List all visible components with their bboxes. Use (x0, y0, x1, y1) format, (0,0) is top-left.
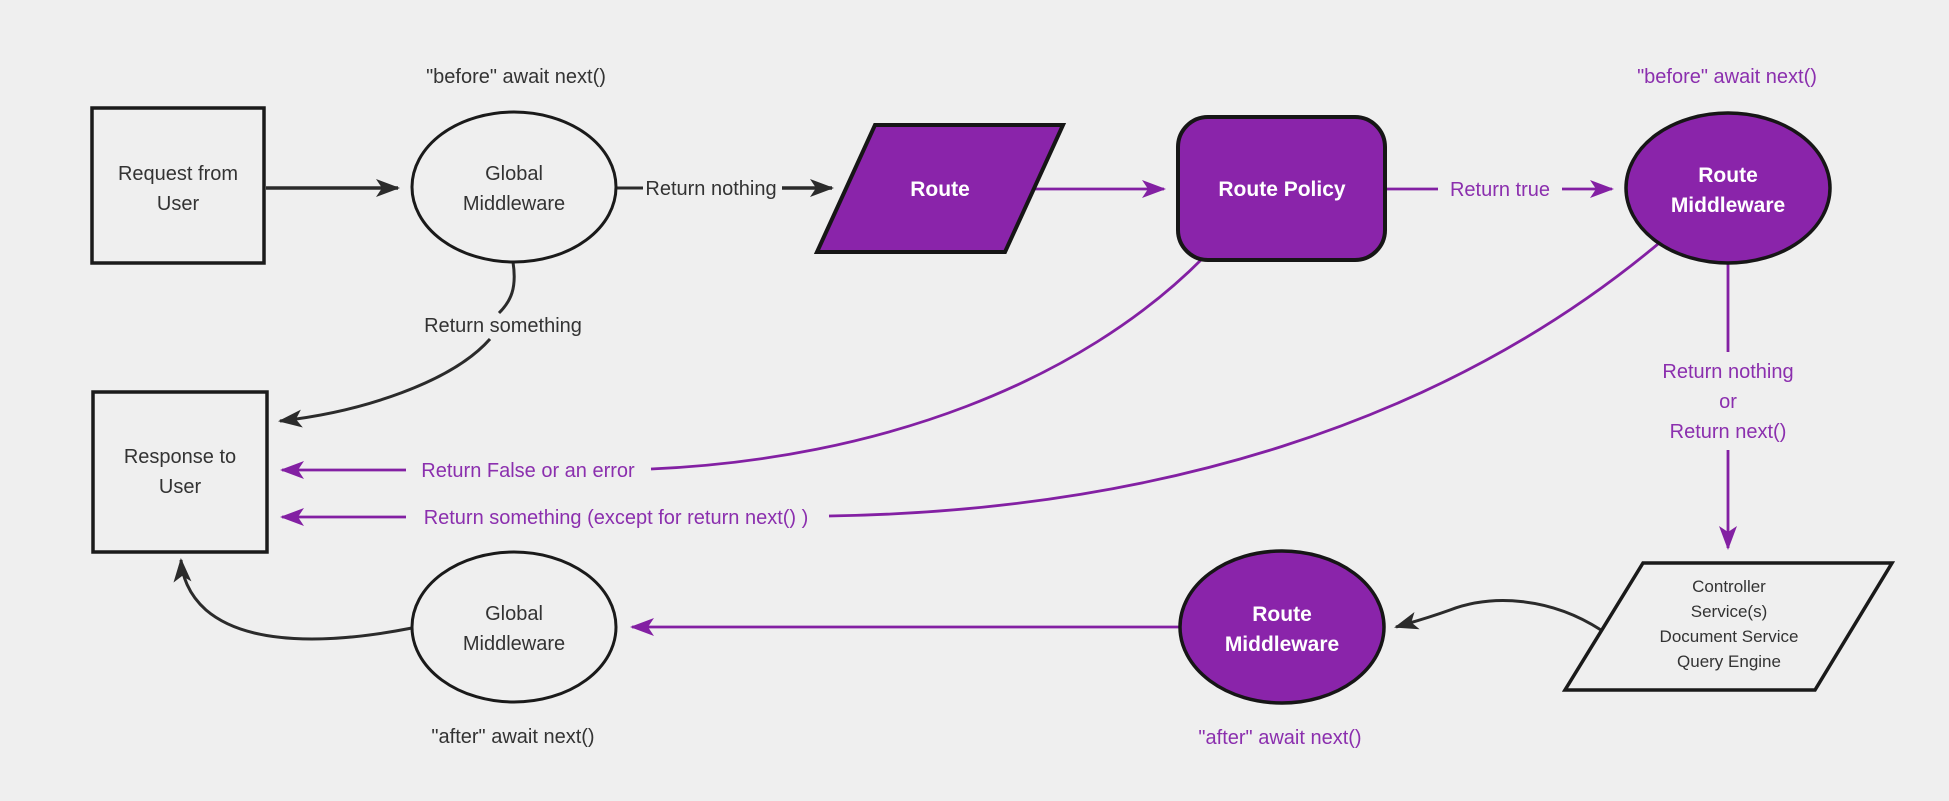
route-label: Route (910, 178, 970, 201)
edge-global-middleware-bottom-to-response (173, 558, 413, 641)
controller-stack-label-line2: Service(s) (1691, 602, 1768, 621)
global-middleware-top-node: Global Middleware (410, 110, 618, 264)
global-middleware-bottom-label-line1: Global (485, 603, 543, 625)
response-to-user-node: Response to User (91, 390, 269, 554)
label-return-nothing-stack-line2: or (1719, 391, 1737, 413)
label-after-await-next-global: "after" await next() (431, 726, 594, 748)
request-from-user-label-line1: Request from (118, 163, 238, 185)
controller-stack-label-line4: Query Engine (1677, 652, 1781, 671)
edge-return-something-except-curve (828, 242, 1659, 518)
label-return-something-black: Return something (424, 315, 582, 337)
edge-return-false-curve (650, 257, 1204, 471)
label-before-await-next-global: "before" await next() (426, 66, 606, 88)
label-return-nothing-stack-line1: Return nothing (1662, 361, 1793, 383)
label-before-await-next-route: "before" await next() (1637, 66, 1817, 88)
request-from-user-label-line2: User (157, 193, 200, 215)
request-from-user-node: Request from User (90, 106, 266, 265)
response-to-user-label-line2: User (159, 476, 202, 498)
controller-stack-node: Controller Service(s) Document Service Q… (1561, 561, 1896, 692)
label-after-await-next-route: "after" await next() (1198, 727, 1361, 749)
global-middleware-bottom-label-line2: Middleware (463, 633, 565, 655)
route-middleware-top-node: Route Middleware (1624, 111, 1832, 265)
label-return-true: Return true (1450, 179, 1550, 201)
route-middleware-bottom-label-line2: Middleware (1225, 633, 1339, 656)
global-middleware-bottom-node: Global Middleware (410, 550, 618, 704)
label-return-false-or-error: Return False or an error (421, 460, 635, 482)
route-middleware-bottom-label-line1: Route (1252, 603, 1312, 626)
label-return-something-except: Return something (except for return next… (424, 507, 809, 529)
controller-stack-label-line3: Document Service (1660, 627, 1799, 646)
route-middleware-top-label-line2: Middleware (1671, 194, 1785, 217)
route-node: Route (813, 123, 1067, 254)
edge-controller-to-route-middleware-bottom (1394, 599, 1602, 632)
route-policy-node: Route Policy (1176, 115, 1387, 262)
label-return-nothing-stack-line3: Return next() (1670, 421, 1787, 443)
global-middleware-top-label-line2: Middleware (463, 193, 565, 215)
route-middleware-top-label-line1: Route (1698, 164, 1758, 187)
edge-return-something-segment-bottom (278, 338, 492, 428)
route-middleware-bottom-node: Route Middleware (1178, 549, 1386, 705)
edge-return-something-segment-top (497, 261, 516, 315)
route-policy-label: Route Policy (1218, 178, 1346, 201)
label-return-nothing-top: Return nothing (645, 178, 776, 200)
controller-stack-label-line1: Controller (1692, 577, 1766, 596)
response-to-user-label-line1: Response to (124, 446, 236, 468)
global-middleware-top-label-line1: Global (485, 163, 543, 185)
